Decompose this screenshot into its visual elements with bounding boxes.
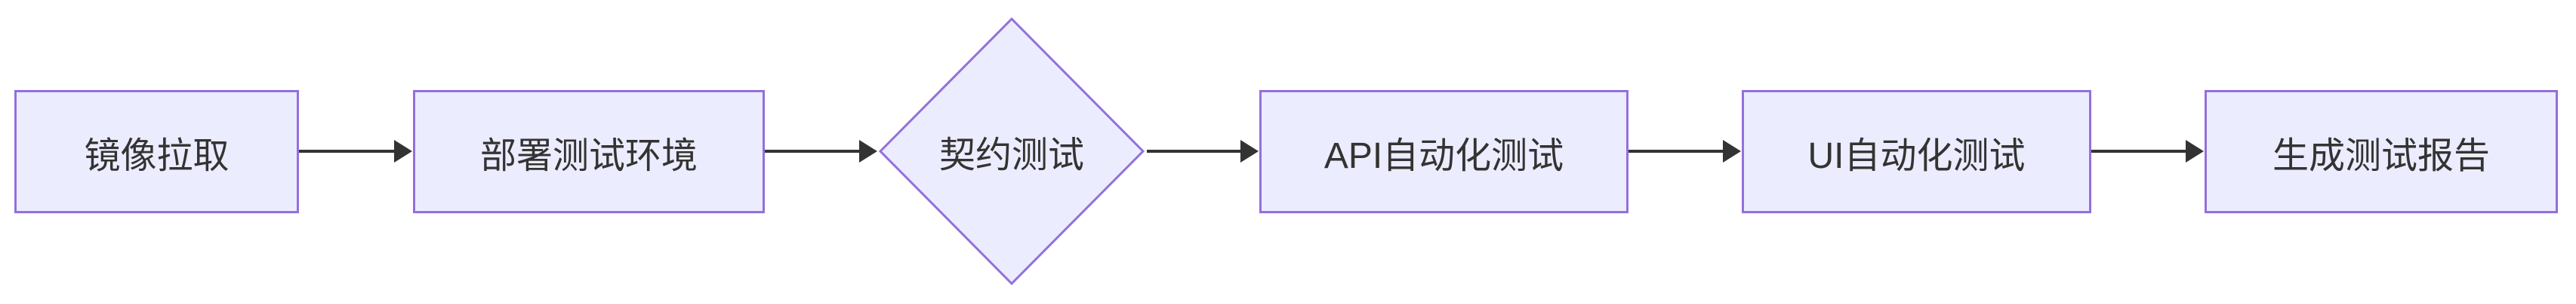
flow-arrow-4 <box>1628 140 1741 163</box>
node-generate-test-report-label: 生成测试报告 <box>2272 135 2490 176</box>
node-deploy-test-env: 部署测试环境 <box>413 90 765 213</box>
arrow-line <box>2091 150 2186 153</box>
arrowhead-icon <box>2186 140 2204 163</box>
flow-arrow-5 <box>2091 140 2204 163</box>
arrow-line <box>299 150 394 153</box>
arrow-line <box>1628 150 1723 153</box>
node-contract-test: 契约测试 <box>878 17 1145 286</box>
arrowhead-icon <box>1723 140 1741 163</box>
node-ui-automation-test: UI自动化测试 <box>1742 90 2091 213</box>
node-contract-test-label: 契约测试 <box>938 135 1084 175</box>
arrow-line <box>765 150 859 153</box>
flow-arrow-3 <box>1147 140 1259 163</box>
node-image-pull-label: 镜像拉取 <box>84 135 230 176</box>
arrowhead-icon <box>394 140 412 163</box>
flow-arrow-1 <box>299 140 412 163</box>
node-generate-test-report: 生成测试报告 <box>2205 90 2558 213</box>
node-api-automation-test: API自动化测试 <box>1259 90 1628 213</box>
node-ui-automation-test-label: UI自动化测试 <box>1807 135 2026 176</box>
node-api-automation-test-label: API自动化测试 <box>1323 135 1564 176</box>
arrowhead-icon <box>859 140 877 163</box>
diamond-shape <box>878 17 1145 286</box>
node-deploy-test-env-label: 部署测试环境 <box>479 135 698 176</box>
arrow-line <box>1147 150 1240 153</box>
flow-arrow-2 <box>765 140 877 163</box>
arrowhead-icon <box>1240 140 1259 163</box>
node-image-pull: 镜像拉取 <box>14 90 299 213</box>
